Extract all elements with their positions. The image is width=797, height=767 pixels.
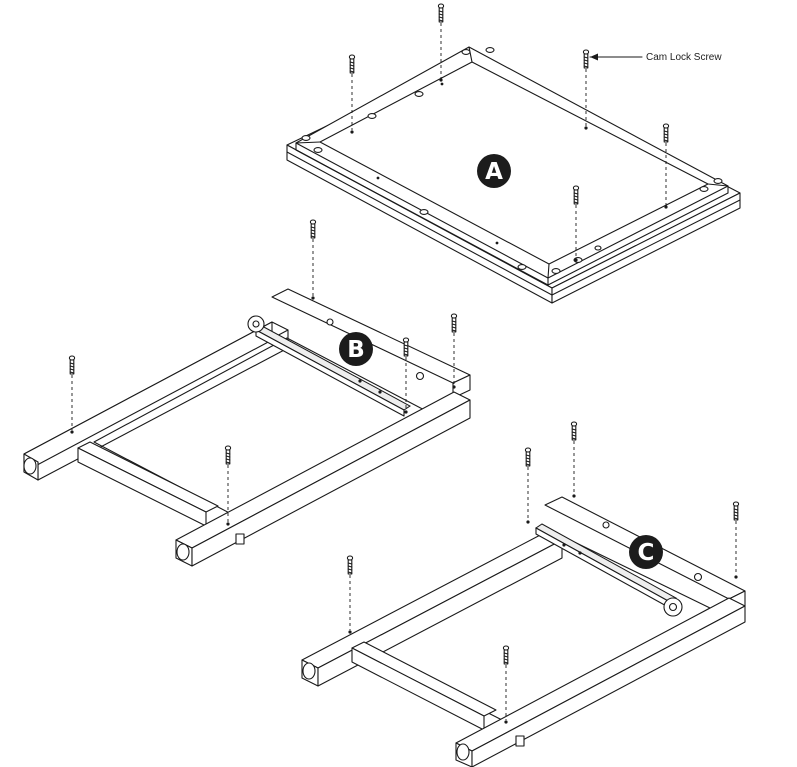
cam-lock-screw-icon: [346, 555, 354, 634]
cam-lock-screws: [68, 3, 740, 724]
cam-lock-screw-icon: [572, 185, 580, 262]
part-label-badge-icon: [477, 154, 511, 188]
cam-lock-screw-callout: Cam Lock Screw: [589, 52, 722, 63]
part-label-badge-icon: [339, 332, 373, 366]
cam-lock-screw-icon: [437, 3, 445, 82]
badge-a: A: [477, 154, 511, 188]
frame-holes: [301, 47, 723, 274]
cam-lock-screw-icon: [68, 355, 76, 434]
screw-hole: [348, 630, 352, 634]
badge-c-label: C: [638, 540, 655, 566]
screw-hole: [404, 410, 408, 414]
cam-lock-screw-label: Cam Lock Screw: [646, 52, 722, 63]
part-b-leg-frame: [23, 288, 471, 567]
screw-hole: [452, 385, 456, 389]
screw-hole: [572, 494, 576, 498]
cam-lock-screw-icon: [224, 445, 232, 526]
part-a-table-top: [286, 46, 741, 304]
part-label-badge-icon: [629, 535, 663, 569]
cam-lock-screw-icon: [524, 447, 532, 524]
cam-lock-screw-icon: [582, 49, 590, 130]
screw-hole: [526, 520, 530, 524]
screw-hole: [439, 78, 443, 82]
cam-lock-screw-icon: [450, 313, 458, 389]
cam-lock-screw-icon: [662, 123, 670, 209]
cam-lock-screw-icon: [309, 219, 317, 300]
screw-hole: [574, 258, 578, 262]
screw-hole: [664, 205, 668, 209]
badge-a-label: A: [485, 159, 503, 185]
screw-hole: [584, 126, 588, 130]
badge-b: B: [339, 332, 373, 366]
screw-hole: [226, 522, 230, 526]
cam-lock-screw-icon: [502, 645, 510, 724]
badge-c: C: [629, 535, 663, 569]
screw-hole: [70, 430, 74, 434]
cam-lock-screw-icon: [402, 337, 410, 414]
cam-lock-screw-icon: [732, 501, 740, 579]
cam-lock-screw-icon: [570, 421, 578, 498]
cam-lock-screw-icon: [348, 54, 356, 134]
part-c-leg-frame: [301, 496, 746, 767]
badge-b-label: B: [347, 337, 365, 363]
screw-hole: [311, 296, 315, 300]
screw-hole: [350, 130, 354, 134]
screw-hole: [734, 575, 738, 579]
screw-hole: [504, 720, 508, 724]
